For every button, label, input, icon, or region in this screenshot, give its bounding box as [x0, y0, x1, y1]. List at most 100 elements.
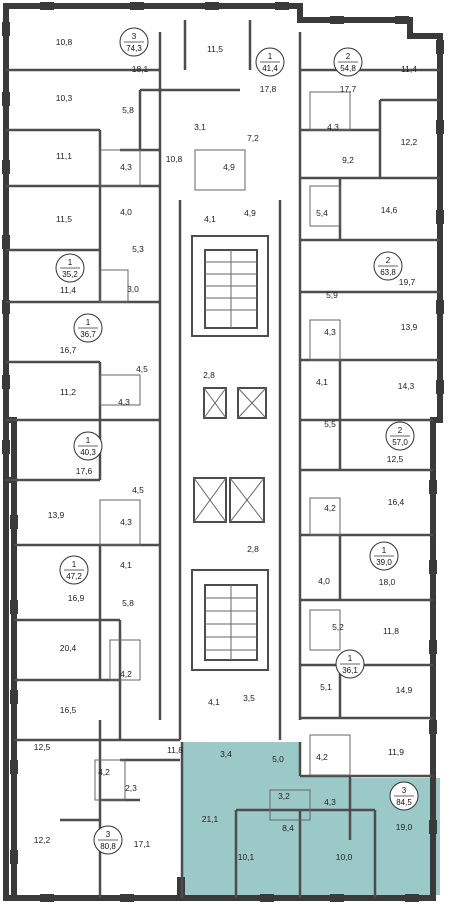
room-area: 4,1	[208, 697, 220, 707]
room-area: 4,3	[118, 397, 130, 407]
room-area: 16,4	[388, 497, 405, 507]
room-area: 5,2	[332, 622, 344, 632]
room-area: 4,2	[324, 503, 336, 513]
apartment-rooms: 1	[68, 258, 73, 267]
room-area: 18,0	[379, 577, 396, 587]
apartment-total-area: 41,4	[262, 64, 278, 73]
room-area: 4,3	[120, 162, 132, 172]
room-area: 4,3	[324, 797, 336, 807]
apartment-total-area: 35,2	[62, 270, 78, 279]
apartment-marker-5[interactable]: 1 36,7	[73, 313, 103, 343]
apartment-rooms: 1	[86, 436, 91, 445]
room-area: 4,1	[120, 560, 132, 570]
room-area: 11,4	[401, 64, 417, 74]
room-area-labels: 10,8 18,1 11,5 17,8 17,7 11,4 10,3 5,8 3…	[34, 37, 418, 862]
apartment-rooms: 3	[402, 786, 407, 795]
apartment-marker-4[interactable]: 2 63,8	[373, 251, 403, 281]
room-area: 4,1	[204, 214, 216, 224]
apartment-total-area: 36,7	[80, 330, 96, 339]
room-area: 10,3	[56, 93, 73, 103]
room-area: 4,3	[120, 517, 132, 527]
apartment-marker-9[interactable]: 1 39,0	[369, 541, 399, 571]
apartment-total-area: 54,8	[340, 64, 356, 73]
room-area: 5,3	[132, 244, 144, 254]
apartment-total-area: 84,5	[396, 798, 412, 807]
room-area: 11,5	[207, 44, 223, 54]
room-area: 11,2	[60, 387, 76, 397]
windows	[2, 2, 444, 902]
apartment-marker-10[interactable]: 1 36,1	[335, 649, 365, 679]
room-area: 13,9	[401, 322, 418, 332]
building-core	[191, 235, 269, 671]
room-area: 5,8	[122, 598, 134, 608]
room-area: 3,2	[278, 791, 290, 801]
room-area: 4,2	[316, 752, 328, 762]
room-area: 17,1	[134, 839, 151, 849]
room-area: 11,5	[56, 214, 72, 224]
room-area: 3,0	[127, 284, 139, 294]
right-wing-walls	[180, 68, 440, 898]
apartment-marker-0[interactable]: 3 74,3	[119, 27, 149, 57]
room-area: 10,1	[238, 852, 255, 862]
apartment-rooms: 2	[386, 256, 391, 265]
room-area: 4,5	[132, 485, 144, 495]
room-area: 2,3	[125, 783, 137, 793]
room-area: 16,7	[60, 345, 77, 355]
apartment-marker-2[interactable]: 2 54,8	[333, 47, 363, 77]
room-area: 16,5	[60, 705, 77, 715]
room-area: 10,8	[56, 37, 73, 47]
room-area: 3,4	[220, 749, 232, 759]
room-area: 5,0	[272, 754, 284, 764]
room-area: 13,9	[48, 510, 65, 520]
room-area: 11,4	[60, 285, 76, 295]
room-area: 17,8	[260, 84, 277, 94]
apartment-marker-7[interactable]: 2 57,0	[385, 421, 415, 451]
room-area: 14,9	[396, 685, 413, 695]
room-area: 20,4	[60, 643, 77, 653]
apartment-marker-11[interactable]: 3 80,8	[93, 825, 123, 855]
room-area: 14,6	[381, 205, 398, 215]
room-area: 4,3	[327, 122, 339, 132]
apartment-marker-6[interactable]: 1 40,3	[73, 431, 103, 461]
apartment-rooms: 1	[72, 560, 77, 569]
apartment-rooms: 2	[398, 426, 403, 435]
room-area: 10,0	[336, 852, 353, 862]
room-area: 19,7	[399, 277, 416, 287]
room-area: 17,7	[340, 84, 357, 94]
room-area: 4,9	[244, 208, 256, 218]
room-area: 18,1	[132, 64, 149, 74]
apartment-marker-1[interactable]: 1 41,4	[255, 47, 285, 77]
room-area: 4,0	[120, 207, 132, 217]
apartment-marker-8[interactable]: 1 47,2	[59, 555, 89, 585]
apartment-total-area: 39,0	[376, 558, 392, 567]
room-area: 4,3	[324, 327, 336, 337]
room-area: 5,5	[324, 419, 336, 429]
room-area: 16,9	[68, 593, 85, 603]
room-area: 17,6	[76, 466, 93, 476]
apartment-total-area: 80,8	[100, 842, 116, 851]
apartment-rooms: 1	[268, 52, 273, 61]
bathrooms	[94, 91, 351, 821]
apartment-rooms: 3	[132, 32, 137, 41]
room-area: 4,0	[318, 576, 330, 586]
room-area: 3,5	[243, 693, 255, 703]
room-area: 4,1	[316, 377, 328, 387]
apartment-marker-12[interactable]: 3 84,5	[389, 781, 419, 811]
room-area: 11,8	[383, 626, 399, 636]
apartment-rooms: 3	[106, 830, 111, 839]
apartment-marker-3[interactable]: 1 35,2	[55, 253, 85, 283]
room-area: 19,0	[396, 822, 413, 832]
apartment-total-area: 63,8	[380, 268, 396, 277]
highlighted-apartment[interactable]	[182, 742, 440, 895]
room-area: 2,8	[203, 370, 215, 380]
room-area: 11,8	[167, 745, 183, 755]
apartment-rooms: 1	[382, 546, 387, 555]
room-area: 9,2	[342, 155, 354, 165]
room-area: 14,3	[398, 381, 415, 391]
apartment-rooms: 1	[86, 318, 91, 327]
room-area: 12,5	[34, 742, 51, 752]
apartment-total-area: 47,2	[66, 572, 82, 581]
room-area: 4,9	[223, 162, 235, 172]
corridor-walls	[158, 32, 302, 740]
